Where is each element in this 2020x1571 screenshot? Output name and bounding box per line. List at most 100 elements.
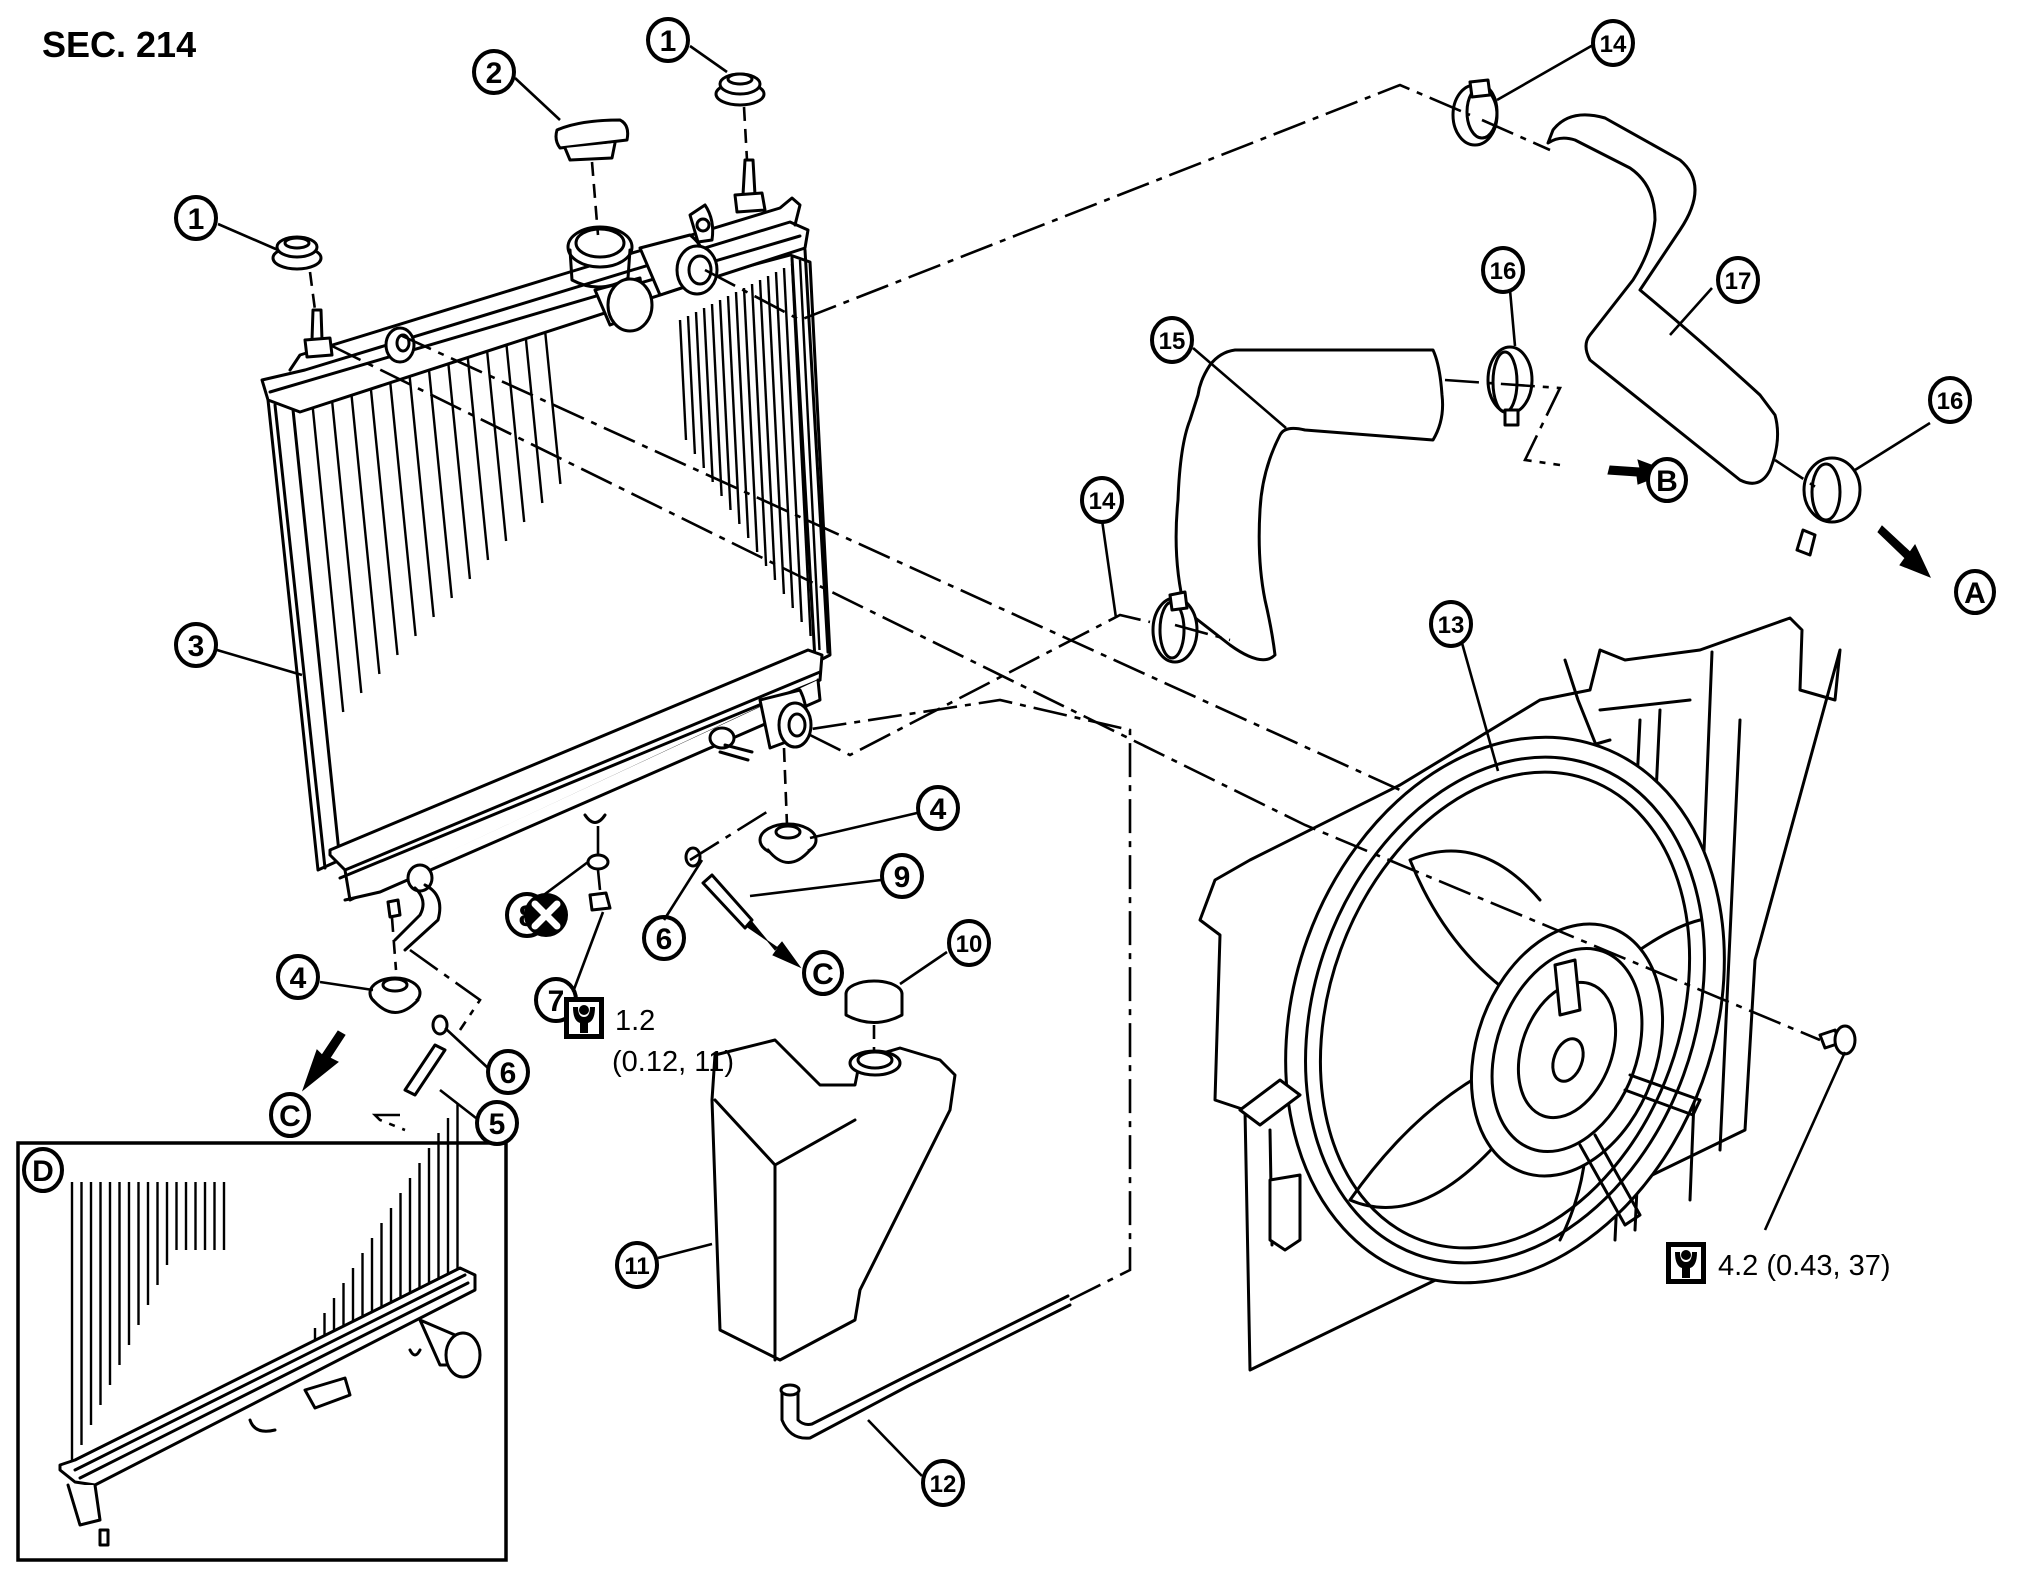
callout-number: 15 — [1159, 328, 1186, 355]
fin-line — [694, 311, 705, 469]
callout-number: 1 — [660, 25, 677, 58]
reference-letter: B — [1656, 465, 1678, 498]
fin-line — [347, 369, 381, 675]
radiator-cap — [554, 118, 630, 236]
fin-line — [750, 283, 768, 567]
section-title: SEC. 214 — [42, 24, 197, 65]
callout-circle — [1928, 376, 1972, 424]
callout-circle — [276, 954, 320, 1000]
callout-number: 2 — [486, 57, 503, 90]
callout-circle — [916, 785, 960, 831]
callout-9: 9 — [880, 853, 924, 899]
callout-4: 4 — [276, 954, 320, 1000]
reference-letter: D — [32, 1155, 54, 1188]
callout-circle — [486, 1049, 530, 1095]
fan-bolt — [1818, 1024, 1857, 1056]
callout-13: 13 — [1429, 600, 1473, 648]
fin-line — [718, 299, 732, 511]
reference-b: B — [1646, 457, 1688, 503]
assembly-line-reservoir — [804, 698, 1132, 1302]
callout-number: 9 — [894, 861, 911, 894]
callout-14: 14 — [1080, 476, 1124, 524]
fin-line — [790, 263, 812, 637]
assembly-line-16 — [1774, 458, 1821, 492]
fin-line — [484, 334, 508, 542]
callout-number: 7 — [548, 985, 565, 1018]
callout-circle — [880, 853, 924, 899]
radiator — [260, 158, 832, 952]
callout-6: 6 — [486, 1049, 530, 1095]
clamp-14-lower — [1151, 590, 1199, 664]
callout-4: 4 — [916, 785, 960, 831]
callout-number: 16 — [1937, 388, 1964, 415]
reference-circle — [802, 950, 844, 996]
fin-line — [386, 359, 417, 637]
reference-c: C — [269, 1092, 311, 1138]
callout-circle — [921, 1459, 965, 1507]
callout-circle — [1591, 19, 1635, 67]
cooling-fan-assembly — [1198, 616, 1842, 1372]
assembly-line-upper-hose-2 — [1481, 118, 1551, 152]
reference-letter: A — [1964, 577, 1986, 610]
callout-circle — [174, 195, 218, 241]
assembly-line-b — [1444, 378, 1563, 467]
callout-circle — [1481, 246, 1525, 294]
reservoir-hose — [779, 1294, 1072, 1440]
callout-3: 3 — [174, 622, 218, 668]
leader-lines — [216, 43, 1931, 1477]
callout-circle — [1716, 256, 1760, 304]
fin-line — [726, 295, 741, 525]
fin-line — [702, 307, 714, 483]
callout-circle — [475, 1100, 519, 1146]
callout-11: 11 — [615, 1241, 659, 1289]
reservoir-cap — [844, 979, 904, 1050]
clamp-16-lower — [1795, 456, 1862, 557]
callout-12: 12 — [921, 1459, 965, 1507]
assembly-line-upper-hose — [704, 83, 1471, 322]
callout-circle — [472, 49, 516, 95]
callout-5: 5 — [475, 1100, 519, 1146]
callout-2: 2 — [472, 49, 516, 95]
callout-circle — [646, 17, 690, 63]
callout-number: 13 — [1438, 612, 1465, 639]
drain-plug — [586, 826, 612, 912]
reference-circle — [269, 1092, 311, 1138]
callout-circle — [642, 915, 686, 961]
torque-value-fan-bolt: 4.2 (0.43, 37) — [1718, 1250, 1891, 1282]
assembly-line-bolt — [329, 343, 1821, 1042]
callout-number: 6 — [656, 923, 673, 956]
torque-wrench-icon-2 — [1666, 1242, 1706, 1284]
fin-line — [308, 379, 345, 713]
callout-circle — [947, 919, 991, 967]
arrow-to-a — [1877, 525, 1931, 578]
assembly-line-5 — [409, 948, 482, 1031]
reference-circle — [1646, 457, 1688, 503]
callout-number: 16 — [1490, 258, 1517, 285]
assembly-line-9 — [689, 808, 771, 862]
reference-letter: C — [812, 958, 834, 991]
callout-15: 15 — [1150, 316, 1194, 364]
mounting-rubber-upper-right — [714, 72, 766, 161]
reservoir-tank — [710, 1038, 957, 1362]
arrow-to-c-right — [745, 921, 802, 969]
fin-line — [425, 349, 453, 599]
inset-detail-d — [16, 1103, 508, 1562]
assembly-line-c-left — [371, 1113, 406, 1132]
fin-line — [523, 324, 544, 504]
fin-line — [774, 271, 794, 609]
callout-number: 10 — [956, 931, 983, 958]
callout-16: 16 — [1481, 246, 1525, 294]
do-not-reuse-icon — [524, 893, 568, 937]
fin-line — [710, 303, 723, 497]
fin-line — [367, 364, 399, 656]
mounting-rubber-lower-right — [758, 747, 818, 864]
callout-circle — [615, 1241, 659, 1289]
callout-number: 14 — [1600, 31, 1627, 58]
upper-radiator-hose — [1546, 113, 1780, 485]
clamp-16-mid — [1486, 345, 1534, 427]
callout-17: 17 — [1716, 256, 1760, 304]
reference-a: A — [1954, 569, 1996, 615]
callout-10: 10 — [947, 919, 991, 967]
fin-line — [734, 291, 750, 539]
